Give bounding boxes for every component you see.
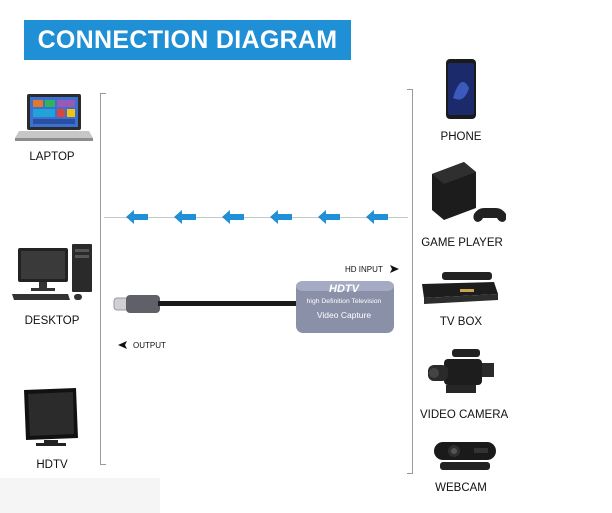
game-player-label: GAME PLAYER [421,237,503,249]
capture-card-brand: HDTV [329,283,359,295]
capture-card-line1: high Definition Television [306,298,382,305]
left-arrow-icon [366,210,388,224]
left-arrowhead-icon [118,341,127,349]
hdtv-icon [24,388,78,446]
left-arrow-icon [174,210,196,224]
laptop-icon [15,94,93,141]
left-arrow-icon [126,210,148,224]
left-arrow-icon [270,210,292,224]
right-bracket [407,89,413,474]
right-arrowhead-icon [390,265,399,273]
signal-line [104,217,408,218]
hdtv-label: HDTV [36,459,68,471]
title-banner: CONNECTION DIAGRAM [24,20,351,60]
webcam-icon [434,442,496,470]
output-label: OUTPUT [133,341,166,350]
game-player-icon [432,162,506,222]
left-arrow-icon [318,210,340,224]
bottom-shade [0,478,160,513]
left-arrow-icon [222,210,244,224]
video-camera-icon [428,349,494,393]
capture-card-illustration [113,281,394,333]
phone-label: PHONE [440,131,482,143]
left-bracket [100,93,106,465]
capture-card-line2: Video Capture [316,310,372,320]
webcam-label: WEBCAM [435,482,487,494]
tv-box-label: TV BOX [439,316,483,328]
desktop-icon [12,244,92,300]
phone-icon [446,59,476,119]
video-camera-label: VIDEO CAMERA [420,409,509,421]
laptop-label: LAPTOP [29,151,75,163]
desktop-label: DESKTOP [24,315,80,327]
hd-input-label: HD INPUT [345,265,383,274]
page-title: CONNECTION DIAGRAM [37,25,338,54]
tv-box-icon [422,272,498,304]
